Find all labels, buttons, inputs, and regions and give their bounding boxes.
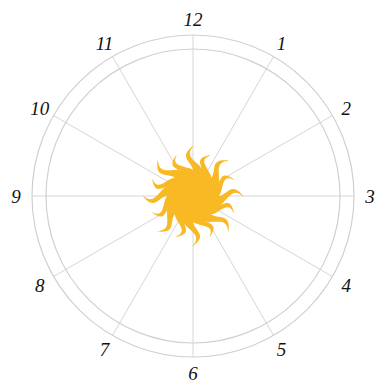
hour-number: 7: [100, 340, 110, 359]
hour-line: [54, 116, 193, 197]
sun-icon: [143, 146, 243, 246]
hour-number: 8: [35, 275, 45, 294]
hour-number: 10: [30, 98, 49, 117]
hour-number: 4: [342, 275, 352, 294]
hour-line: [193, 116, 332, 197]
hour-number: 9: [11, 187, 21, 206]
hour-number: 5: [277, 340, 287, 359]
hour-line: [54, 196, 193, 277]
hour-number: 1: [277, 33, 287, 52]
dial-ring: [32, 35, 354, 357]
sun-core: [170, 173, 216, 219]
hour-number: 3: [365, 187, 375, 206]
hour-line: [193, 57, 274, 196]
hour-line: [113, 57, 194, 196]
hour-line: [193, 196, 274, 335]
dial-ring: [46, 49, 340, 343]
hour-number: 12: [184, 10, 203, 29]
hour-number: 2: [342, 98, 352, 117]
hour-number: 6: [188, 364, 198, 383]
hour-number: 11: [96, 33, 114, 52]
hour-line: [113, 196, 194, 335]
hour-line: [193, 196, 332, 277]
